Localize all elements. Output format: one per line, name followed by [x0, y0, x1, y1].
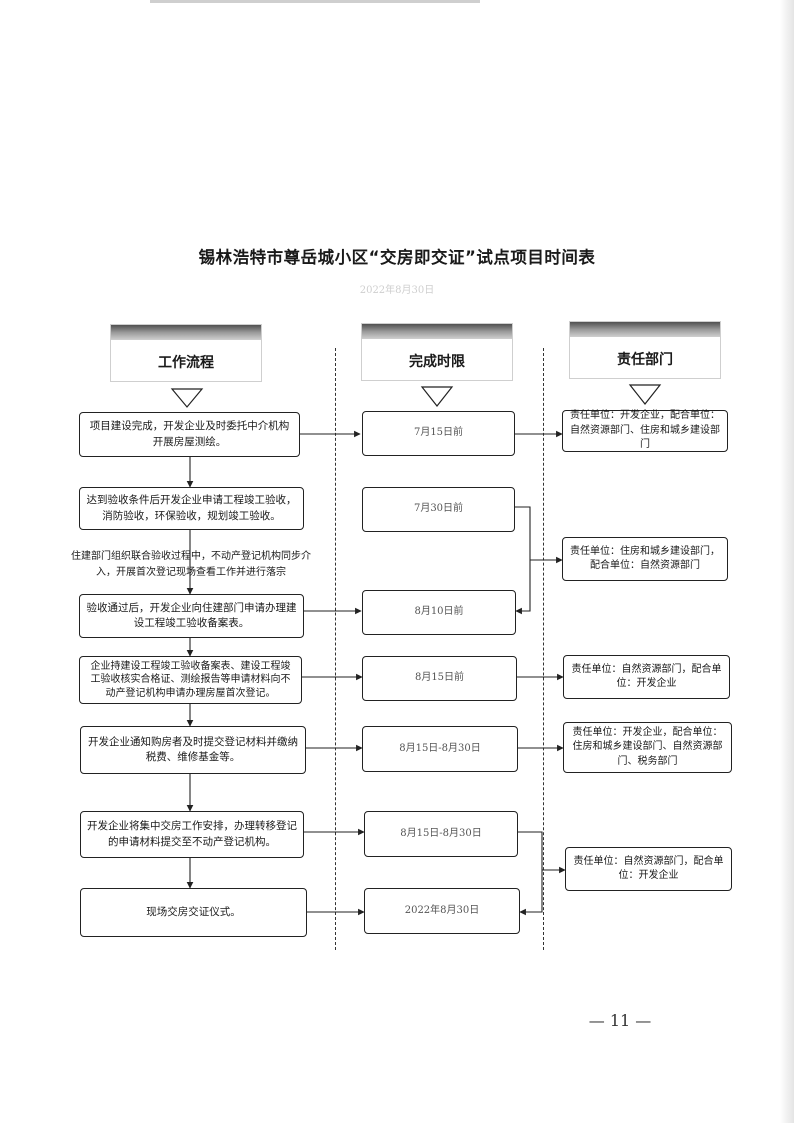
page-title: 锡林浩特市尊岳城小区“交房即交证”试点项目时间表 [198, 248, 596, 267]
process-step-6: 开发企业将集中交房工作安排，办理转移登记的申请材料提交至不动产登记机构。 [80, 811, 304, 858]
header-process: 工作流程 [110, 324, 262, 382]
deadline-2: 7月30日前 [362, 487, 515, 532]
header-process-label: 工作流程 [158, 355, 214, 371]
deadline-3: 8月10日前 [362, 590, 516, 635]
scan-shadow [150, 0, 480, 3]
deadline-6: 8月15日-8月30日 [364, 811, 518, 857]
department-3: 责任单位：自然资源部门，配合单位：开发企业 [563, 655, 730, 699]
department-4: 责任单位：开发企业，配合单位：住房和城乡建设部门、自然资源部门、税务部门 [563, 722, 732, 773]
header-department: 责任部门 [569, 321, 721, 379]
department-5: 责任单位：自然资源部门，配合单位：开发企业 [565, 847, 732, 891]
header-bar [111, 325, 261, 340]
process-step-2: 达到验收条件后开发企业申请工程竣工验收，消防验收，环保验收，规划竣工验收。 [79, 487, 304, 530]
header-deadline-label: 完成时限 [409, 354, 465, 370]
department-2: 责任单位：住房和城乡建设部门，配合单位：自然资源部门 [562, 537, 728, 581]
deadline-4: 8月15日前 [362, 656, 517, 701]
process-step-4: 企业持建设工程竣工验收备案表、建设工程竣工验收核实合格证、测绘报告等申请材料向不… [79, 656, 302, 704]
column-divider-left [335, 348, 336, 950]
deadline-1: 7月15日前 [362, 411, 515, 456]
header-department-label: 责任部门 [617, 352, 673, 368]
process-step-1: 项目建设完成，开发企业及时委托中介机构开展房屋测绘。 [79, 412, 300, 457]
header-bar [362, 324, 512, 339]
page-edge [780, 0, 794, 1123]
deadline-5: 8月15日-8月30日 [362, 726, 518, 772]
column-divider-right [543, 348, 544, 950]
process-step-5: 开发企业通知购房者及时提交登记材料并缴纳税费、维修基金等。 [80, 726, 306, 774]
header-deadline: 完成时限 [361, 323, 513, 381]
department-1: 责任单位：开发企业，配合单位：自然资源部门、住房和城乡建设部门 [562, 410, 728, 452]
process-step-3: 验收通过后，开发企业向住建部门申请办理建设工程竣工验收备案表。 [79, 594, 304, 638]
header-bar [570, 322, 720, 337]
process-step-7: 现场交房交证仪式。 [80, 888, 307, 937]
page-number: — 11 — [588, 1011, 652, 1030]
deadline-7: 2022年8月30日 [364, 888, 520, 934]
page-date: 2022年8月30日 [359, 285, 435, 296]
process-note: 住建部门组织联合验收过程中，不动产登记机构同步介入，开展首次登记现场查看工作并进… [71, 551, 311, 578]
